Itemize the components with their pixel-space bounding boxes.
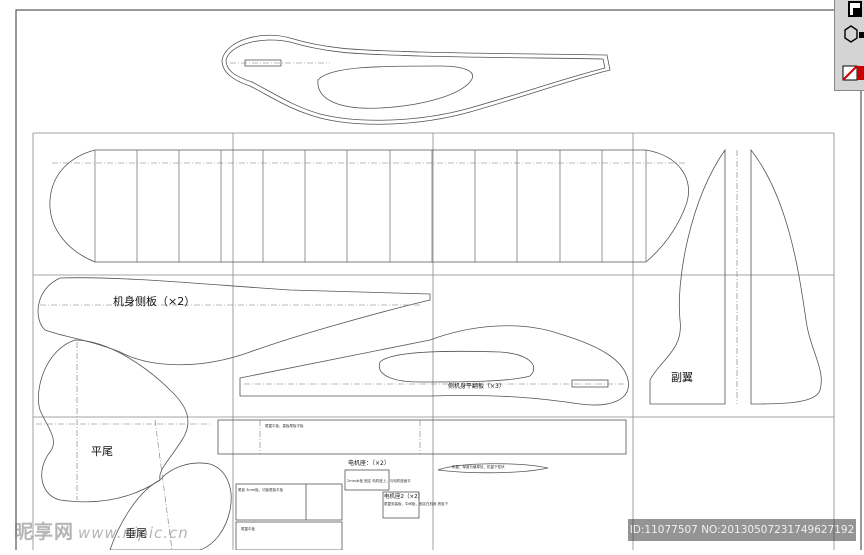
box-note: 尾板 3mm板，切板尾板平板 (238, 487, 284, 492)
tail-label: 平尾 (91, 445, 113, 458)
motor-mount-label-2: 电机座2（×2） (384, 492, 423, 500)
tail-part (36, 339, 212, 503)
fuselage-plate-label: 侧机身平翻板（×3） (448, 382, 505, 390)
tool-icons (842, 1, 864, 81)
mount-note: 2mm木板 固定 电机座上，与电机座面平 (347, 478, 411, 483)
strip-note: 尾翼平板，直板尾板平板 (265, 423, 304, 428)
motor-mount-label-1: 电机座：（×2） (348, 459, 390, 467)
aileron-part (649, 148, 822, 405)
mount-boxes (217, 419, 627, 551)
fuselage-top-part (221, 34, 611, 125)
watermark-id: ID:11077507 NO:20130507231749627192 (628, 519, 856, 541)
default-colors-icon[interactable] (859, 32, 864, 38)
bottom-note: 尾翼中板 (241, 526, 255, 531)
watermark-site: 昵享网 (14, 521, 75, 543)
fuselage-side-label: 机身侧板（×2） (113, 294, 195, 308)
airfoil-note: 机翼，厚度为最厚处，机翼下型状 (452, 464, 505, 469)
aileron-label: 副翼 (671, 371, 693, 384)
main-wing (49, 149, 689, 263)
layout-grid (32, 132, 835, 550)
fuselage-plate-part (239, 325, 629, 406)
mount2-note: 尾翼安装板，中间板，固定在机身 底板下 (384, 501, 449, 506)
watermark-url: www.nipic.cn (78, 524, 189, 542)
vertical-tail-part (109, 419, 232, 551)
tool-panel (834, 0, 864, 91)
sheet-border (15, 9, 862, 555)
stroke-swatch-icon[interactable] (853, 8, 861, 16)
gradient-swatch-icon[interactable] (857, 66, 864, 80)
cube-icon[interactable] (844, 25, 858, 43)
vertical-tail-label: 垂尾 (125, 527, 147, 540)
fuselage-side-part (37, 277, 431, 366)
